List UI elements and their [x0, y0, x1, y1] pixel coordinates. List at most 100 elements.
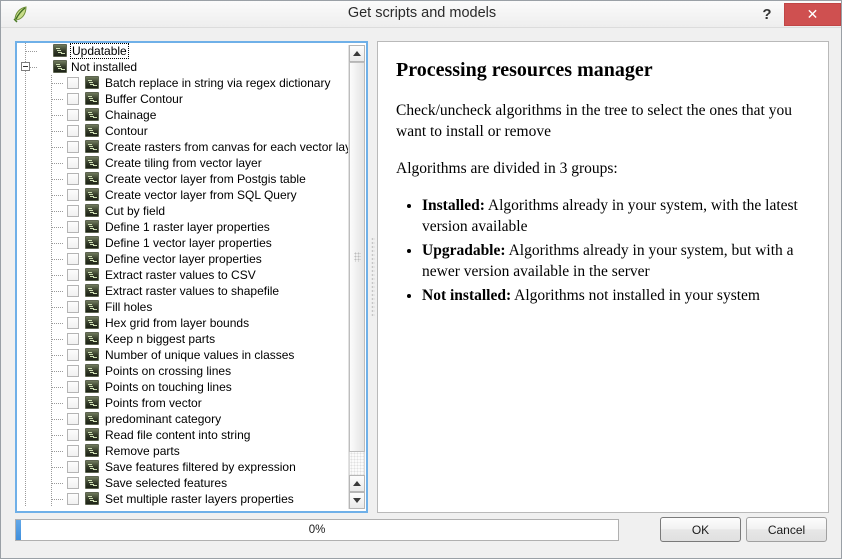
tree-item-row[interactable]: Save features filtered by expression — [17, 459, 352, 475]
script-icon — [85, 316, 99, 329]
tree-item-checkbox[interactable] — [67, 349, 79, 361]
tree-item-label: Remove parts — [105, 444, 180, 458]
tree-item-row[interactable]: Define vector layer properties — [17, 251, 352, 267]
tree-group-row[interactable]: Not installed — [17, 59, 352, 75]
tree-item-checkbox[interactable] — [67, 173, 79, 185]
script-icon — [85, 460, 99, 473]
tree-item-checkbox[interactable] — [67, 253, 79, 265]
tree-expander-icon[interactable] — [21, 62, 30, 71]
tree-item-checkbox[interactable] — [67, 317, 79, 329]
tree-item-checkbox[interactable] — [67, 141, 79, 153]
script-icon — [85, 492, 99, 505]
tree-item-row[interactable]: Cut by field — [17, 203, 352, 219]
tree-item-checkbox[interactable] — [67, 189, 79, 201]
help-button[interactable]: ? — [762, 5, 772, 23]
tree-item-checkbox[interactable] — [67, 477, 79, 489]
tree-group-row[interactable]: Updatable — [17, 43, 352, 59]
tree-item-row[interactable]: Hex grid from layer bounds — [17, 315, 352, 331]
tree-item-row[interactable]: Contour — [17, 123, 352, 139]
tree-item-row[interactable]: Define 1 raster layer properties — [17, 219, 352, 235]
script-icon — [85, 124, 99, 137]
scrollbar-thumb[interactable] — [349, 62, 365, 452]
tree-item-label: Define 1 vector layer properties — [105, 236, 272, 250]
tree-item-checkbox[interactable] — [67, 93, 79, 105]
tree-item-checkbox[interactable] — [67, 413, 79, 425]
tree-item-label: Set multiple raster layers properties — [105, 492, 294, 506]
panel-splitter[interactable] — [370, 45, 376, 509]
description-group-list: Installed: Algorithms already in your sy… — [396, 195, 810, 306]
tree-item-checkbox[interactable] — [67, 125, 79, 137]
script-icon — [85, 172, 99, 185]
tree-item-checkbox[interactable] — [67, 381, 79, 393]
script-icon — [85, 268, 99, 281]
tree-item-checkbox[interactable] — [67, 493, 79, 505]
ok-button[interactable]: OK — [660, 517, 741, 542]
close-button[interactable]: ✕ — [784, 3, 841, 26]
tree-item-checkbox[interactable] — [67, 429, 79, 441]
script-icon — [85, 156, 99, 169]
script-icon — [85, 140, 99, 153]
tree-vertical-scrollbar[interactable] — [348, 45, 365, 509]
script-icon — [85, 220, 99, 233]
tree-item-checkbox[interactable] — [67, 221, 79, 233]
tree-item-row[interactable]: Points on crossing lines — [17, 363, 352, 379]
script-icon — [85, 396, 99, 409]
tree-item-row[interactable]: Read file content into string — [17, 427, 352, 443]
tree-item-row[interactable]: Points on touching lines — [17, 379, 352, 395]
tree-item-row[interactable]: Extract raster values to shapefile — [17, 283, 352, 299]
scroll-down-icon[interactable] — [349, 492, 365, 509]
tree-item-checkbox[interactable] — [67, 77, 79, 89]
tree-item-row[interactable]: Keep n biggest parts — [17, 331, 352, 347]
tree-item-row[interactable]: Set multiple raster layers properties — [17, 491, 352, 507]
tree-item-checkbox[interactable] — [67, 109, 79, 121]
tree-item-row[interactable]: Points from vector — [17, 395, 352, 411]
tree-item-label: Define vector layer properties — [105, 252, 262, 266]
tree-item-label: Keep n biggest parts — [105, 332, 216, 346]
tree-item-label: Save features filtered by expression — [105, 460, 296, 474]
tree-item-checkbox[interactable] — [67, 269, 79, 281]
tree-item-label: Number of unique values in classes — [105, 348, 295, 362]
tree-item-label: Batch replace in string via regex dictio… — [105, 76, 331, 90]
tree-item-checkbox[interactable] — [67, 205, 79, 217]
scroll-up-icon[interactable] — [349, 45, 365, 62]
cancel-button[interactable]: Cancel — [746, 517, 827, 542]
tree-item-row[interactable]: Save selected features — [17, 475, 352, 491]
script-icon — [85, 284, 99, 297]
tree-item-checkbox[interactable] — [67, 237, 79, 249]
scrollbar-track[interactable] — [349, 452, 365, 475]
tree-item-checkbox[interactable] — [67, 365, 79, 377]
progress-bar-label: 0% — [308, 524, 326, 536]
tree-item-row[interactable]: Create rasters from canvas for each vect… — [17, 139, 352, 155]
tree-item-checkbox[interactable] — [67, 397, 79, 409]
title-bar: Get scripts and models ? ✕ — [1, 1, 841, 28]
tree-item-label: Contour — [105, 124, 148, 138]
tree-item-checkbox[interactable] — [67, 157, 79, 169]
script-icon — [85, 332, 99, 345]
script-icon — [53, 60, 67, 73]
description-group-term: Not installed: — [422, 287, 512, 304]
tree-item-checkbox[interactable] — [67, 301, 79, 313]
tree-item-row[interactable]: Buffer Contour — [17, 91, 352, 107]
tree-item-row[interactable]: Chainage — [17, 107, 352, 123]
tree-item-row[interactable]: Number of unique values in classes — [17, 347, 352, 363]
script-icon — [85, 444, 99, 457]
tree-item-label: Read file content into string — [105, 428, 251, 442]
tree-item-row[interactable]: Remove parts — [17, 443, 352, 459]
tree-item-row[interactable]: Define 1 vector layer properties — [17, 235, 352, 251]
tree-item-label: Chainage — [105, 108, 157, 122]
tree-item-row[interactable]: Extract raster values to CSV — [17, 267, 352, 283]
tree-item-row[interactable]: Create vector layer from Postgis table — [17, 171, 352, 187]
scroll-up-icon-bottom[interactable] — [349, 475, 365, 492]
tree-item-checkbox[interactable] — [67, 285, 79, 297]
script-icon — [85, 252, 99, 265]
tree-item-row[interactable]: Fill holes — [17, 299, 352, 315]
tree-item-row[interactable]: Batch replace in string via regex dictio… — [17, 75, 352, 91]
tree-item-row[interactable]: Create vector layer from SQL Query — [17, 187, 352, 203]
tree-item-checkbox[interactable] — [67, 333, 79, 345]
tree-item-checkbox[interactable] — [67, 445, 79, 457]
tree-item-checkbox[interactable] — [67, 461, 79, 473]
tree-item-row[interactable]: predominant category — [17, 411, 352, 427]
tree-item-row[interactable]: Create tiling from vector layer — [17, 155, 352, 171]
script-icon — [85, 108, 99, 121]
